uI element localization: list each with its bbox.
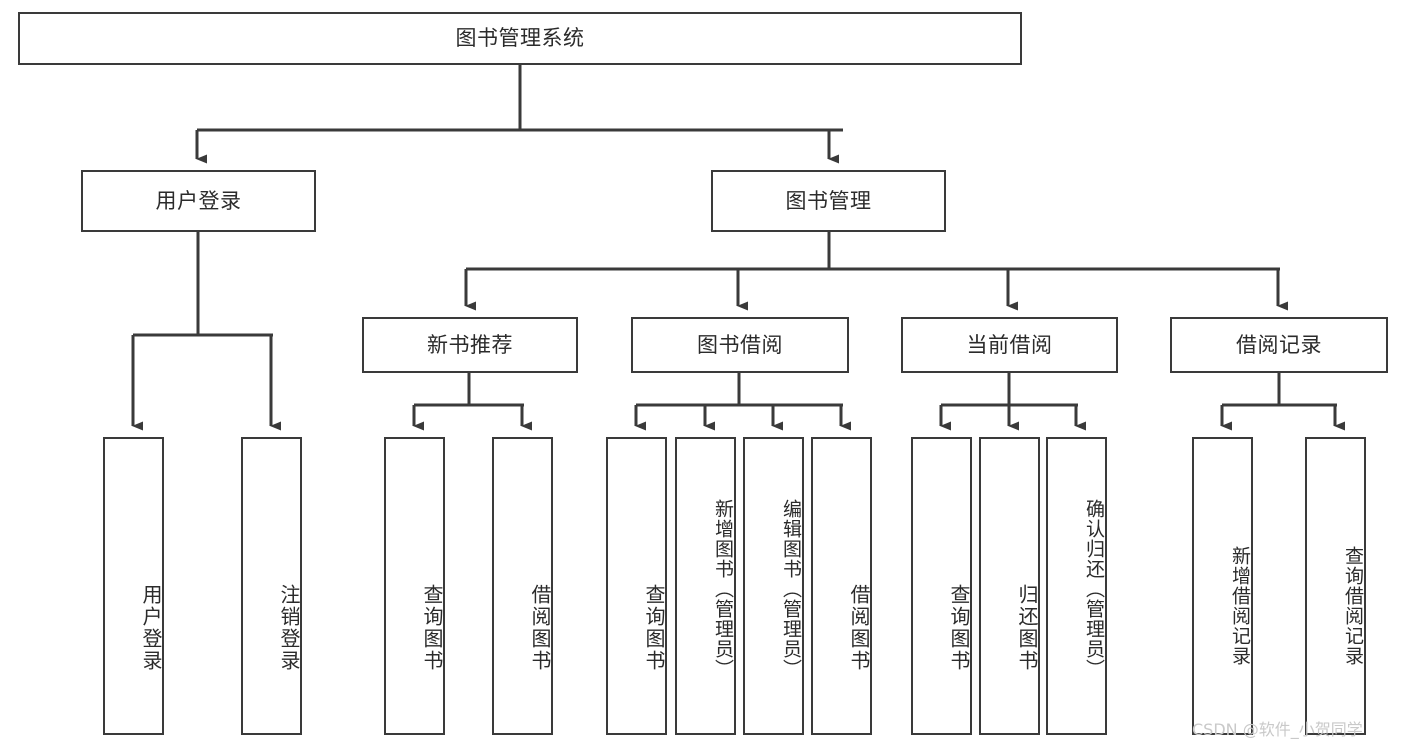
node-leaf-borrow-book-1[interactable]: 借阅图书: [492, 437, 553, 735]
node-borrow-record[interactable]: 借阅记录: [1170, 317, 1388, 373]
node-book-borrow[interactable]: 图书借阅: [631, 317, 849, 373]
node-leaf-edit-book-admin[interactable]: 编辑图书（管理员）: [743, 437, 804, 735]
node-current-borrow[interactable]: 当前借阅: [901, 317, 1118, 373]
csdn-watermark: CSDN @软件_小贺同学: [1192, 720, 1363, 739]
node-leaf-logout[interactable]: 注销登录: [241, 437, 302, 735]
node-leaf-confirm-return-admin[interactable]: 确认归还（管理员）: [1046, 437, 1107, 735]
node-leaf-query-book-3[interactable]: 查询图书: [911, 437, 972, 735]
node-leaf-query-book-1[interactable]: 查询图书: [384, 437, 445, 735]
node-user-login[interactable]: 用户登录: [81, 170, 316, 232]
node-leaf-borrow-book-2[interactable]: 借阅图书: [811, 437, 872, 735]
node-root-system[interactable]: 图书管理系统: [18, 12, 1022, 65]
node-leaf-query-borrow-record[interactable]: 查询借阅记录: [1305, 437, 1366, 735]
node-leaf-query-book-2[interactable]: 查询图书: [606, 437, 667, 735]
node-new-book-recommend[interactable]: 新书推荐: [362, 317, 578, 373]
node-book-management[interactable]: 图书管理: [711, 170, 946, 232]
node-leaf-add-borrow-record[interactable]: 新增借阅记录: [1192, 437, 1253, 735]
node-leaf-return-book[interactable]: 归还图书: [979, 437, 1040, 735]
node-leaf-user-login[interactable]: 用户登录: [103, 437, 164, 735]
node-leaf-add-book-admin[interactable]: 新增图书（管理员）: [675, 437, 736, 735]
